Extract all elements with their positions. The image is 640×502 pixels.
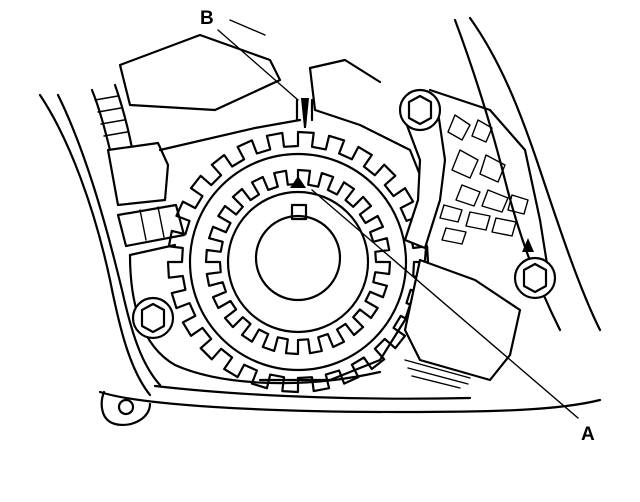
lower-left-bolt bbox=[131, 296, 175, 340]
wire-harness bbox=[90, 83, 186, 248]
upper-cover-plate bbox=[118, 19, 282, 112]
callout-label-b: B bbox=[200, 8, 214, 29]
pointer-alignment-mark bbox=[301, 98, 309, 128]
lower-right-bolt bbox=[513, 256, 557, 300]
bolts bbox=[131, 88, 557, 340]
engine-block-outline bbox=[38, 16, 602, 414]
pulley-alignment-mark bbox=[290, 176, 306, 188]
callout-label-a: A bbox=[581, 424, 595, 445]
leader-lines bbox=[217, 29, 579, 419]
tensioner-bolt bbox=[398, 88, 442, 132]
leader-line-a bbox=[311, 189, 579, 419]
leader-line-b bbox=[217, 29, 299, 101]
tensioner-assembly bbox=[400, 110, 522, 389]
mounting-ear bbox=[100, 390, 152, 426]
outer-timing-sprocket bbox=[166, 130, 430, 394]
alignment-marks bbox=[290, 98, 314, 188]
right-bracket bbox=[428, 88, 550, 272]
crankshaft-pulley bbox=[204, 168, 392, 356]
